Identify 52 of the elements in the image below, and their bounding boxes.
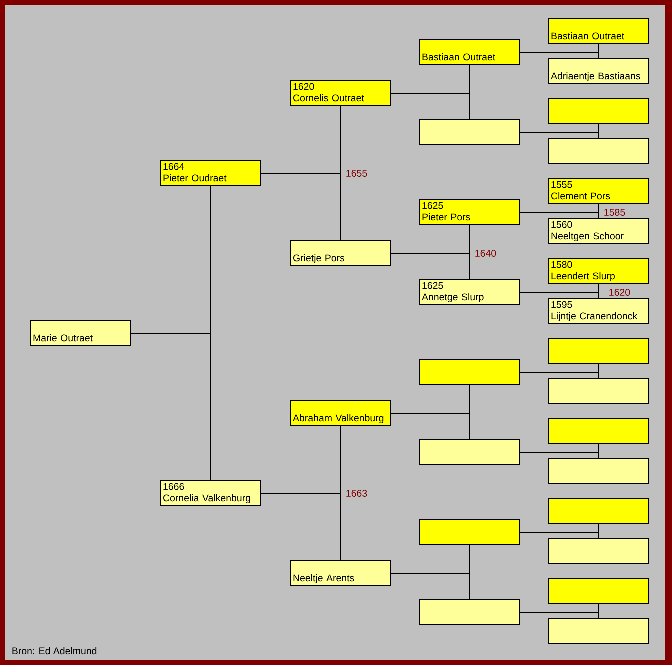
- empty-box: [548, 378, 650, 404]
- person-box: Neeltje Arents: [290, 560, 392, 586]
- person-box: Grietje Pors: [290, 240, 392, 266]
- connector-line: [131, 186, 212, 481]
- person-box: Bastiaan Outraet: [548, 18, 650, 44]
- person-box: 1555 Clement Pors: [548, 178, 650, 204]
- connector-line: [391, 225, 470, 280]
- connector-line: [261, 426, 342, 561]
- marriage-year: 1620: [610, 289, 630, 296]
- person-box: 1664 Pieter Oudraet: [160, 160, 262, 186]
- empty-box: [548, 338, 650, 364]
- empty-box: [548, 458, 650, 484]
- person-box: 1625 Annetge Slurp: [420, 280, 520, 306]
- empty-box: [548, 138, 650, 164]
- person-box: 1666 Cornelia Valkenburg: [160, 480, 262, 506]
- person-box: Marie Outraet: [30, 320, 132, 346]
- connector-line: [520, 444, 600, 459]
- person-box: Abraham Valkenburg: [290, 400, 392, 426]
- empty-box: [420, 360, 520, 386]
- connector-line: [261, 106, 342, 241]
- person-box: 1560 Neeltgen Schoor: [548, 218, 650, 244]
- empty-box: [420, 440, 520, 466]
- marriage-year: 1585: [604, 209, 626, 216]
- empty-box: [420, 600, 520, 626]
- connector-line: [391, 65, 470, 120]
- empty-box: [420, 520, 520, 546]
- empty-box: [548, 578, 650, 604]
- connector-line: [520, 604, 600, 619]
- empty-box: [548, 418, 650, 444]
- empty-box: [420, 120, 520, 146]
- empty-box: [548, 498, 650, 524]
- connector-line: [520, 364, 600, 379]
- source-note: Bron: Ed Adelmund: [12, 647, 97, 655]
- person-box: Adriaentje Bastiaans: [548, 58, 650, 84]
- person-box: Bastiaan Outraet: [420, 40, 520, 66]
- person-box: 1595 Lijntje Cranendonck: [548, 298, 650, 324]
- connector-line: [520, 524, 600, 539]
- marriage-year: 1655: [346, 170, 368, 177]
- connector-line: [520, 284, 600, 299]
- empty-box: [548, 98, 650, 124]
- person-box: 1580 Leendert Slurp: [548, 258, 650, 284]
- person-box: 1620 Cornelis Outraet: [290, 80, 392, 106]
- empty-box: [548, 538, 650, 564]
- person-box: 1625 Pieter Pors: [420, 200, 520, 226]
- connector-line: [520, 44, 600, 59]
- marriage-year: 1663: [346, 490, 368, 497]
- connector-line: [520, 204, 600, 219]
- connector-line: [391, 545, 470, 600]
- empty-box: [548, 618, 650, 644]
- connector-line: [391, 385, 470, 440]
- marriage-year: 1640: [476, 250, 496, 257]
- connector-line: [520, 124, 600, 139]
